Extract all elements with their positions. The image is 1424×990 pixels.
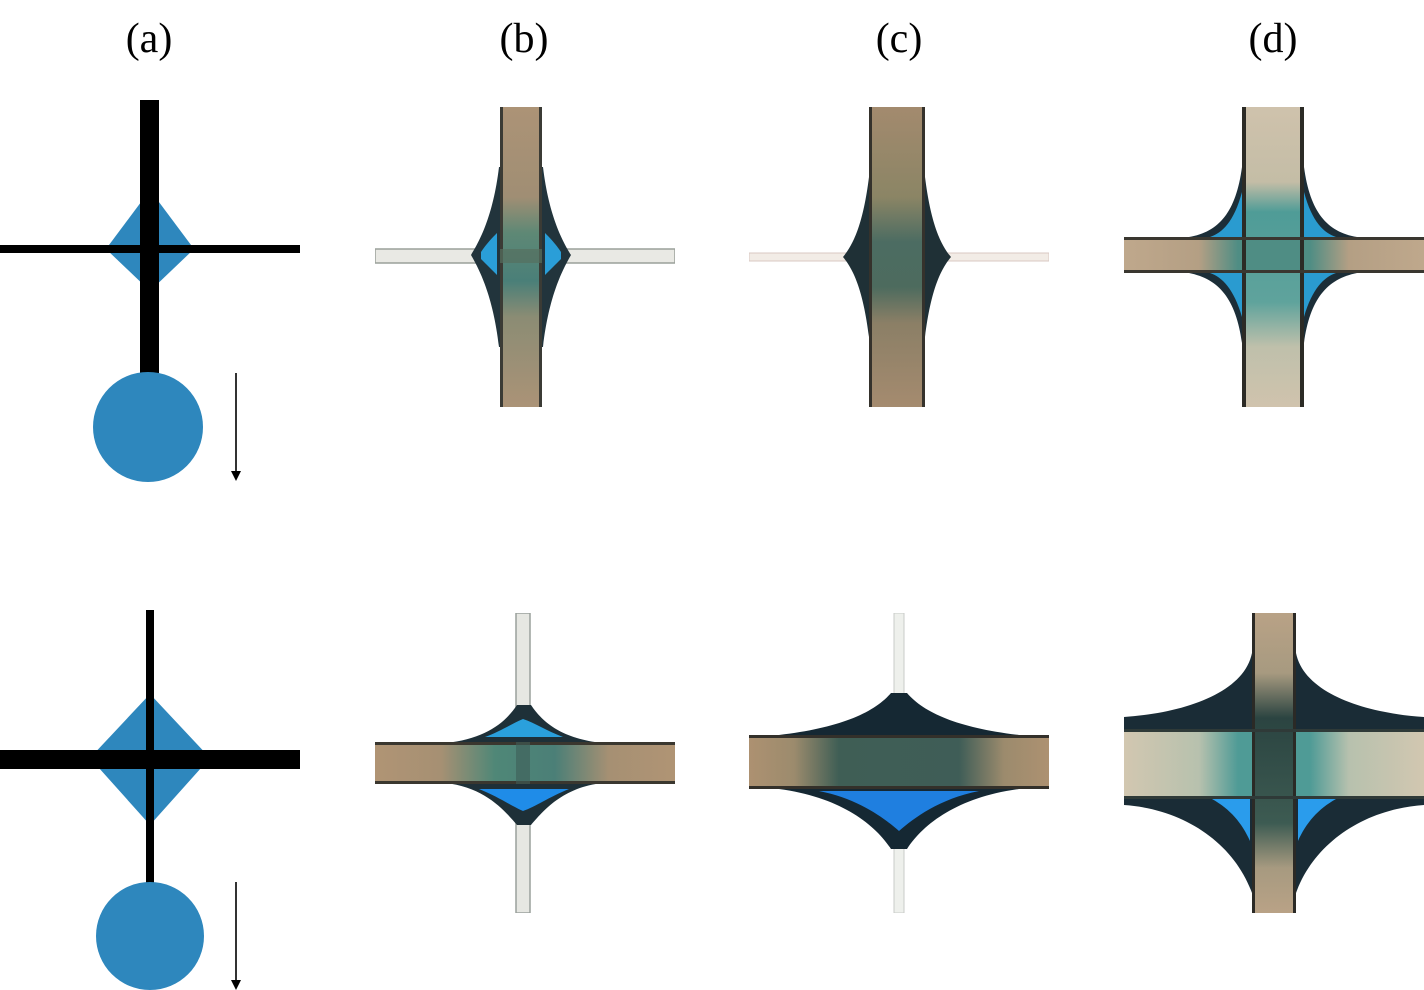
panel-label-b: (b) bbox=[499, 16, 549, 62]
vertical-fiber bbox=[1252, 613, 1296, 913]
panel-label-a: (a) bbox=[125, 16, 173, 62]
horizontal-thick-fiber bbox=[0, 750, 300, 769]
panel-label-c: (c) bbox=[875, 16, 923, 62]
horizontal-fiber bbox=[1124, 237, 1424, 273]
photo-d-top bbox=[1124, 107, 1424, 407]
arrow-head bbox=[231, 471, 241, 481]
photo-d-bottom bbox=[1124, 613, 1424, 913]
schematic-top bbox=[0, 95, 300, 490]
thick-fiber bbox=[869, 107, 925, 407]
vertical-thick-fiber bbox=[140, 100, 159, 382]
photo-c-top bbox=[749, 107, 1049, 407]
schematic-bottom bbox=[0, 605, 300, 990]
weight-disc bbox=[93, 372, 203, 482]
thick-fiber bbox=[749, 735, 1049, 789]
weight-disc bbox=[96, 882, 204, 990]
horizontal-thin-fiber bbox=[0, 245, 300, 253]
photo-b-bottom bbox=[375, 613, 675, 913]
photo-b-top bbox=[375, 107, 675, 407]
panel-label-d: (d) bbox=[1248, 16, 1298, 62]
photo-c-bottom bbox=[749, 613, 1049, 913]
arrow-head bbox=[231, 980, 241, 990]
